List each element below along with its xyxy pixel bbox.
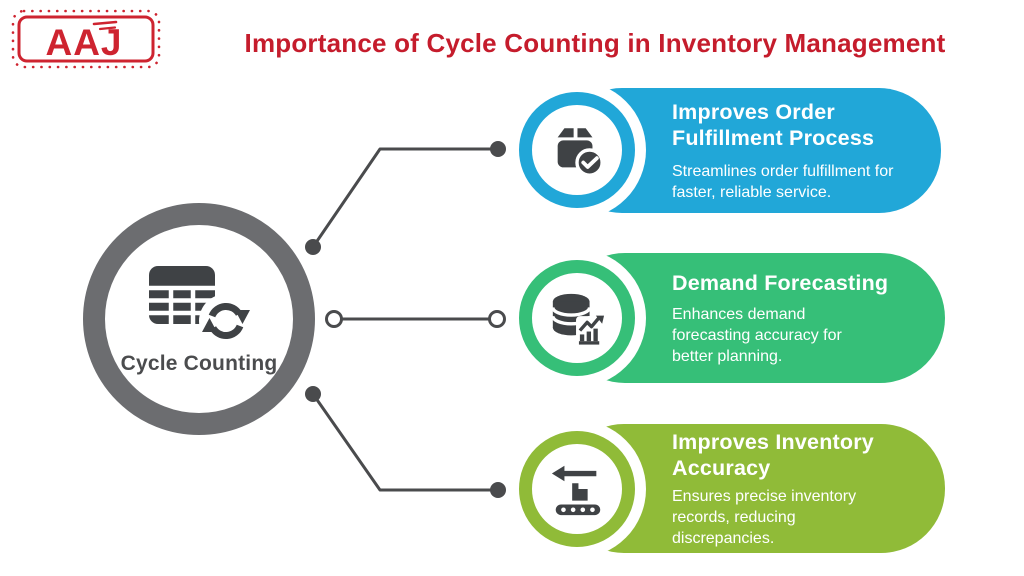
dot-top-right [490,141,506,157]
card-title: Improves Order Fulfillment Process [672,99,875,150]
card-description: Streamlines order fulfillment for faster… [672,162,894,201]
card-title: Demand Forecasting [672,270,889,295]
dot-bottom-left [305,386,321,402]
dot-top-left [305,239,321,255]
ring-middle-right [488,310,506,328]
card-description: Enhances demand forecasting accuracy for… [672,305,842,365]
badge-ring [519,260,635,376]
package-check-icon [557,128,604,177]
card-description: Ensures precise inventory records, reduc… [672,487,857,547]
connector-top [311,147,498,248]
dot-bottom-right [490,482,506,498]
badge-ring [519,431,635,547]
aaj-logo: AAJ [11,9,161,69]
badge-demand-forecasting [508,249,646,387]
badge-order-fulfillment [508,81,646,219]
database-chart-icon [551,293,606,346]
conveyor-return-icon [551,465,601,516]
connector-bottom [311,393,497,492]
badge-inventory-accuracy [508,420,646,558]
card-title: Improves Inventory Accuracy [672,429,874,480]
ring-middle-left [325,310,343,328]
badge-ring [519,92,635,208]
page-title: Importance of Cycle Counting in Inventor… [244,28,946,58]
center-node-label: Cycle Counting [120,352,278,375]
center-node-cycle-counting: Cycle Counting [83,203,315,435]
logo-text: AAJ [45,22,122,63]
table-sync-icon [149,266,251,348]
